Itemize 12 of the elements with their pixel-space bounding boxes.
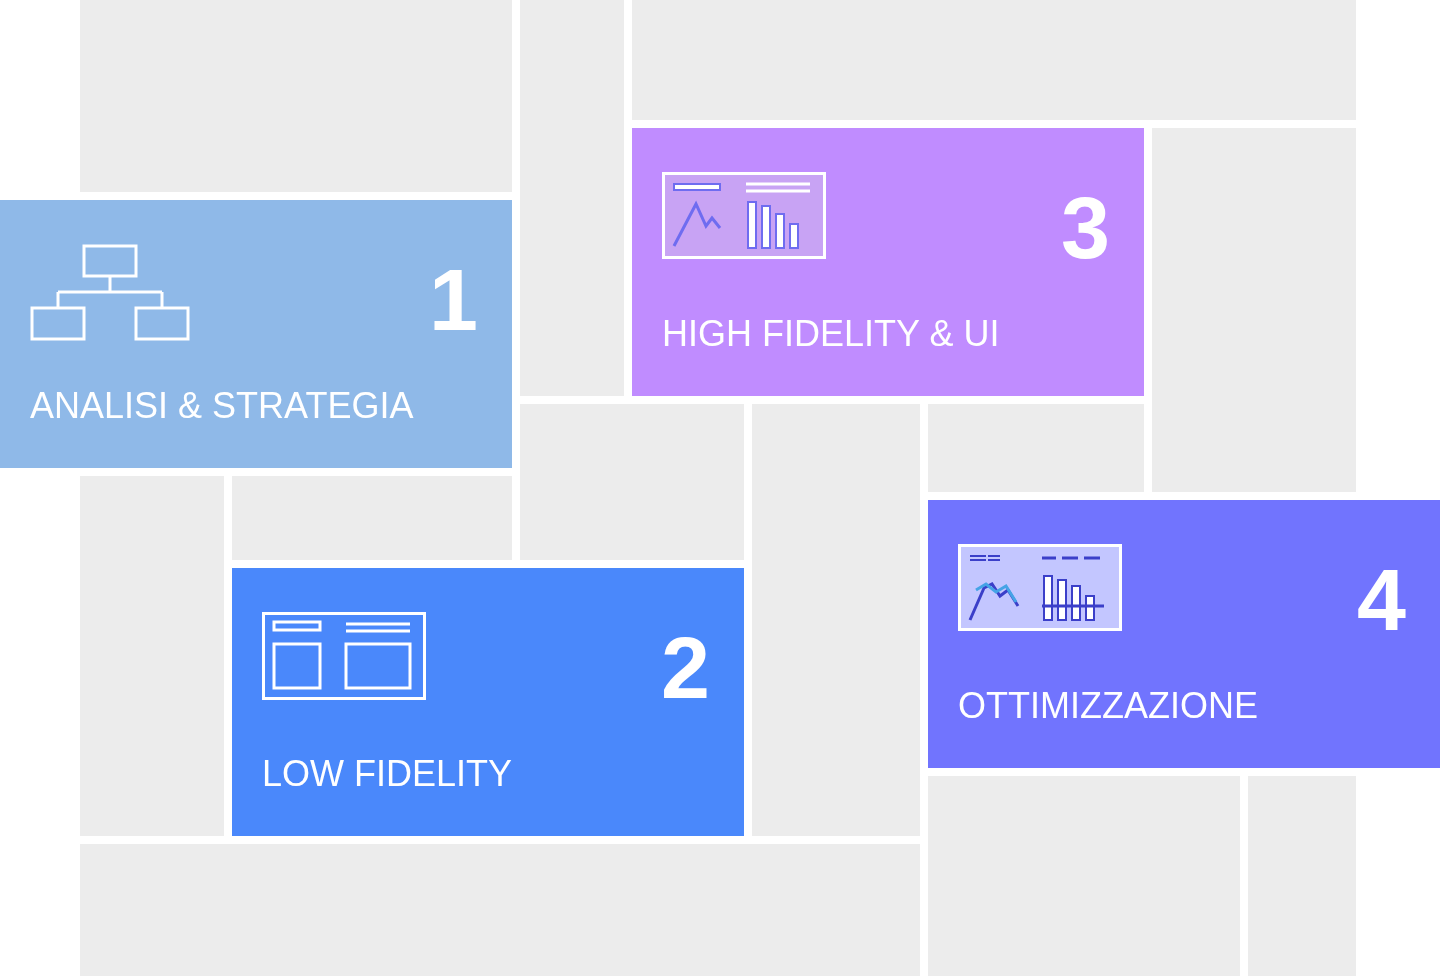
- step-card: [928, 500, 1440, 768]
- step-title: ANALISI & STRATEGIA: [30, 388, 414, 424]
- step-card: [232, 568, 744, 836]
- step-number: 3: [1061, 184, 1110, 272]
- step-number: 1: [429, 256, 478, 344]
- step-number: 2: [661, 624, 710, 712]
- step-title: HIGH FIDELITY & UI: [662, 316, 1000, 352]
- step-card: [0, 200, 512, 468]
- step-card: [632, 128, 1144, 396]
- step-number: 4: [1357, 556, 1406, 644]
- step-title: LOW FIDELITY: [262, 756, 513, 792]
- step-title: OTTIMIZZAZIONE: [958, 688, 1258, 724]
